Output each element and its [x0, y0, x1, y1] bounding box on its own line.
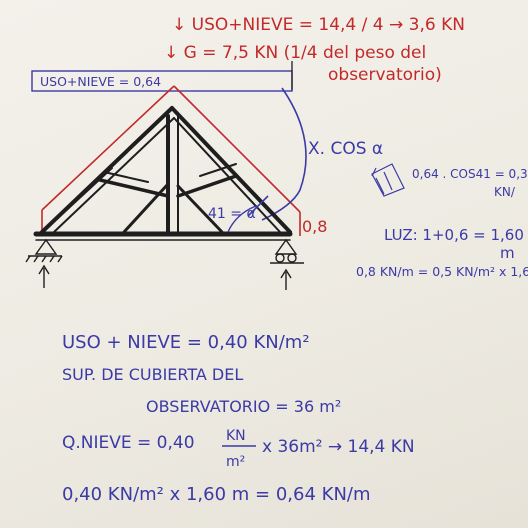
load-line: ↓ USO+NIEVE = 14,4 / 4 → 3,6 KN: [172, 15, 465, 35]
calc-frac-den: m²: [226, 454, 245, 470]
conversion-line: 0,8 KN/m = 0,5 KN/m² x 1,60: [356, 264, 528, 279]
span-calc: LUZ: 1+0,6 = 1,60: [384, 226, 524, 244]
side-dimension: 0,8: [302, 217, 327, 236]
calc-line-2: SUP. DE CUBIERTA DEL: [62, 365, 243, 384]
angle-label: 41 = α: [208, 206, 256, 222]
calc-frac-num: KN: [226, 428, 246, 444]
angle-arrow: [247, 195, 269, 217]
span-unit: m: [500, 244, 515, 262]
calc-line-5: 0,40 KN/m² x 1,60 m = 0,64 KN/m: [62, 484, 371, 505]
right-support: [270, 238, 304, 290]
calc-line-3: OBSERVATORIO = 36 m²: [146, 397, 341, 416]
calc-line-1: USO + NIEVE = 0,40 KN/m²: [62, 332, 310, 353]
left-support: [25, 238, 63, 288]
g-load-cont: observatorio): [328, 65, 442, 85]
g-load: ↓ G = 7,5 KN (1/4 del peso del: [164, 43, 426, 63]
truss: [33, 106, 293, 241]
calc-line-4b: x 36m² → 14,4 KN: [262, 437, 415, 457]
calc-line-4a: Q.NIEVE = 0,40: [62, 433, 195, 453]
component-arc: [261, 87, 307, 221]
angle-arc: [227, 205, 257, 233]
top-bar-label: USO+NIEVE = 0,64: [40, 74, 161, 89]
component-unit: KN/: [494, 185, 516, 199]
component-label: X. COS α: [308, 139, 383, 159]
small-load-block: [371, 163, 405, 197]
component-value: 0,64 . COS41 = 0,3: [412, 167, 528, 181]
